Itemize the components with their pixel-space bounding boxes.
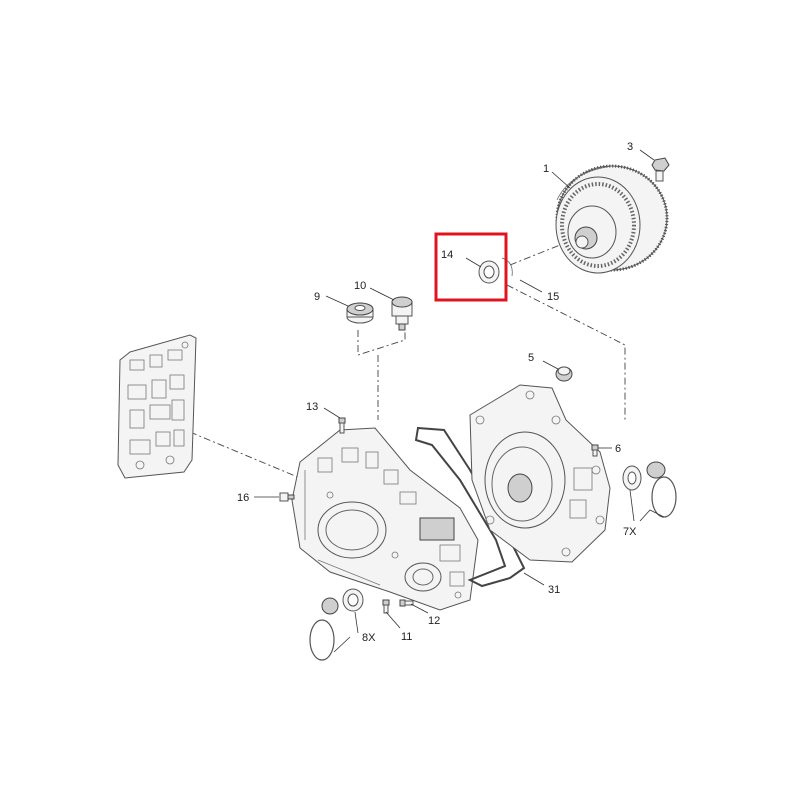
transmission-case	[291, 427, 479, 611]
callout-8x: 8X	[362, 632, 376, 644]
valve-body-plate	[117, 334, 197, 479]
torque-converter-part-1	[555, 164, 669, 274]
converter-housing	[469, 384, 611, 563]
callout-12: 12	[428, 615, 440, 627]
axle-seal-part-8x	[309, 588, 364, 661]
bolt-part-13	[338, 417, 346, 434]
callout-labels: 1 3 5 6 7X 8X 9 10 11 12 13 14 15 16 31	[237, 141, 637, 644]
plug-part-10	[391, 296, 413, 331]
callout-6: 6	[615, 443, 621, 455]
seal-part-14	[478, 260, 500, 284]
oring-part-15	[501, 257, 513, 277]
callout-1: 1	[543, 163, 549, 175]
leader-lines	[254, 149, 665, 653]
callout-31: 31	[548, 584, 560, 596]
callout-16: 16	[237, 492, 249, 504]
bolt-part-12	[399, 599, 414, 607]
plug-part-9	[346, 302, 374, 324]
callout-11: 11	[401, 631, 412, 643]
callout-5: 5	[528, 352, 534, 364]
axle-seal-part-7x	[622, 461, 677, 518]
vent-part-16	[279, 492, 295, 502]
callout-9: 9	[314, 291, 320, 303]
callout-14: 14	[441, 249, 453, 261]
callout-7x: 7X	[623, 526, 637, 538]
callout-10: 10	[354, 280, 366, 292]
plug-part-5	[555, 366, 573, 382]
bolt-part-3	[651, 157, 670, 182]
bolt-part-11	[382, 599, 390, 614]
flexplate-teeth	[555, 164, 669, 272]
bolt-part-6	[591, 444, 599, 457]
callout-15: 15	[547, 291, 559, 303]
highlight-box-part-14	[434, 232, 508, 302]
callout-3: 3	[627, 141, 633, 153]
callout-13: 13	[306, 401, 318, 413]
